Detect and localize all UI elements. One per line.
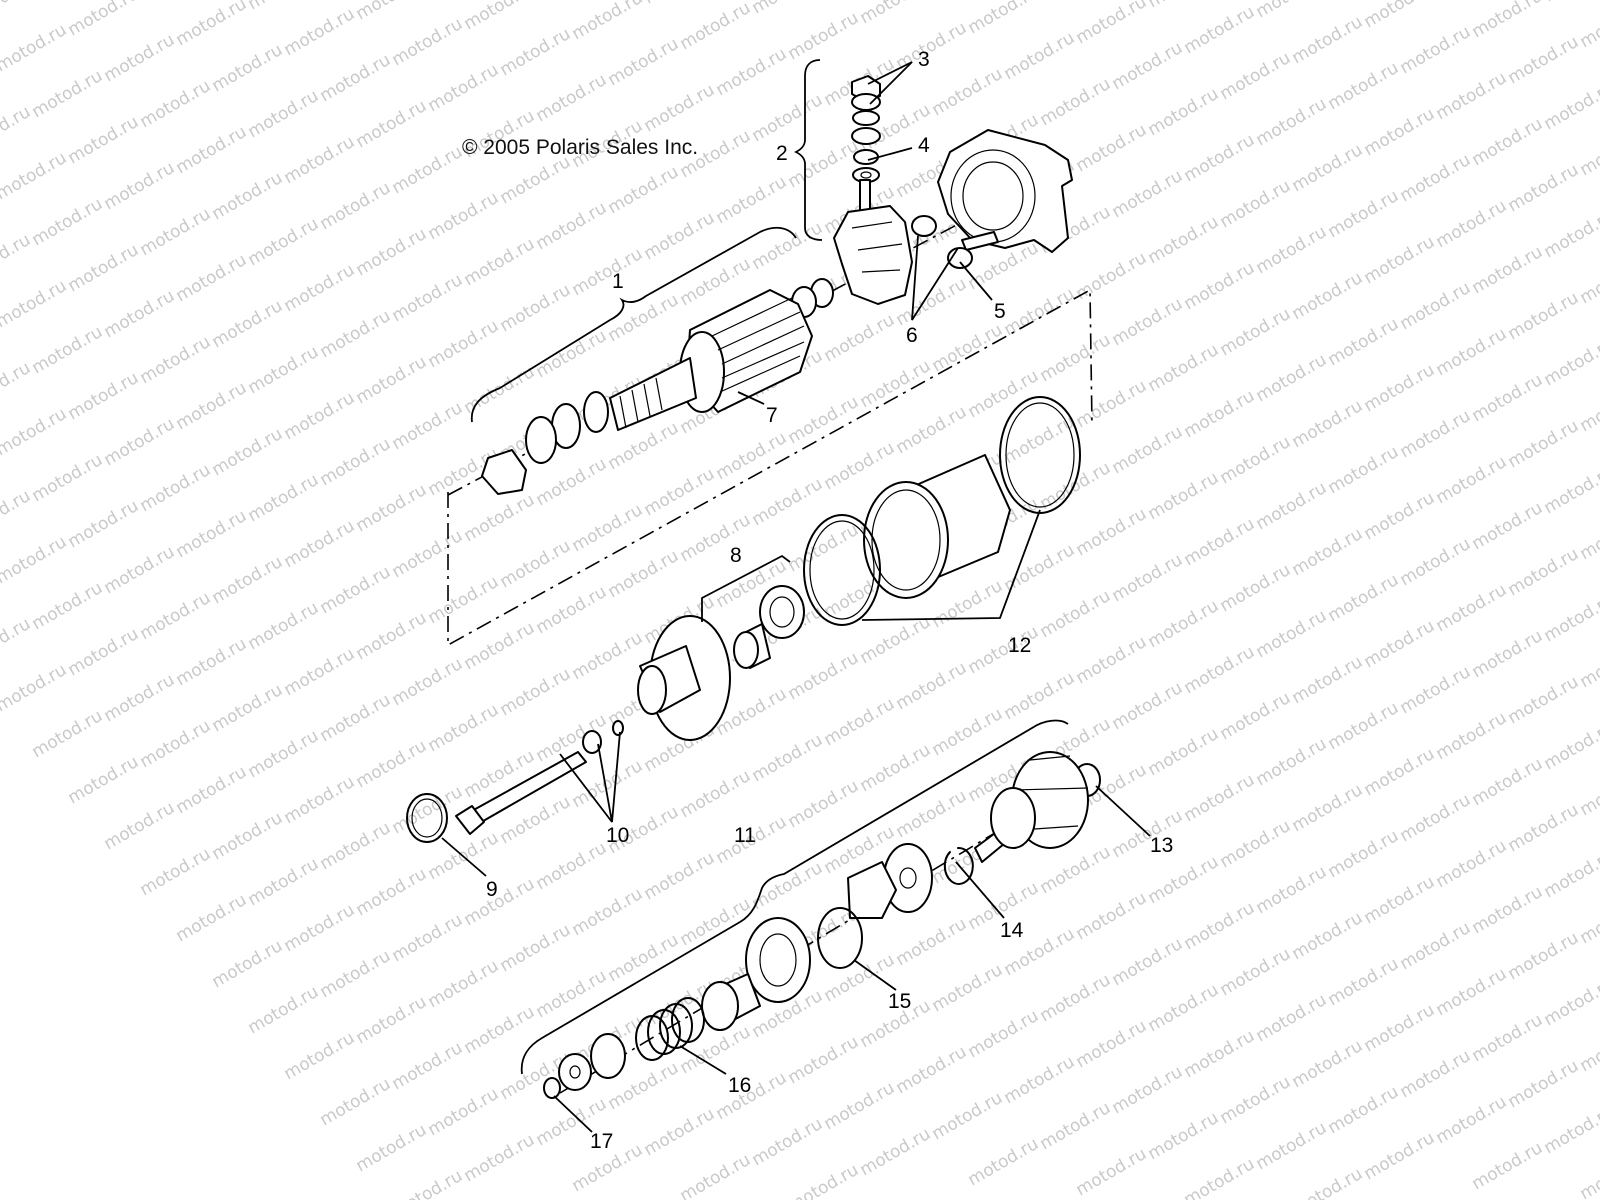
callout-16: 16: [728, 1074, 751, 1097]
callout-10: 10: [606, 824, 629, 847]
callout-11: 11: [734, 824, 756, 847]
callout-2: 2: [776, 142, 788, 165]
callout-15: 15: [888, 990, 911, 1013]
callout-3: 3: [918, 48, 930, 71]
yoke-assembly: [803, 396, 1081, 626]
callout-6: 6: [906, 324, 918, 347]
callout-1: 1: [612, 270, 624, 293]
callout-5: 5: [994, 300, 1006, 323]
callout-14: 14: [1000, 919, 1024, 942]
through-bolt-set: [406, 720, 624, 843]
armature-assembly: [481, 278, 834, 495]
callout-4: 4: [918, 134, 930, 157]
callout-12: 12: [1008, 634, 1031, 657]
callout-9: 9: [486, 878, 498, 901]
pinion-assembly: [543, 751, 1101, 1099]
callout-17: 17: [590, 1130, 613, 1153]
brush-holder-assembly: [833, 75, 913, 305]
end-housing: [911, 129, 1073, 269]
front-housing-bearings: [637, 585, 805, 741]
callout-8: 8: [730, 544, 742, 567]
callout-leaders: [441, 59, 1151, 1133]
callout-13: 13: [1150, 834, 1173, 857]
callout-7: 7: [766, 404, 778, 427]
callout-numbers: 1 2 3 4 5 6 7 8 9 10 11 12 13 14 15 16 1…: [486, 48, 1173, 1153]
copyright-notice: © 2005 Polaris Sales Inc.: [462, 136, 699, 159]
